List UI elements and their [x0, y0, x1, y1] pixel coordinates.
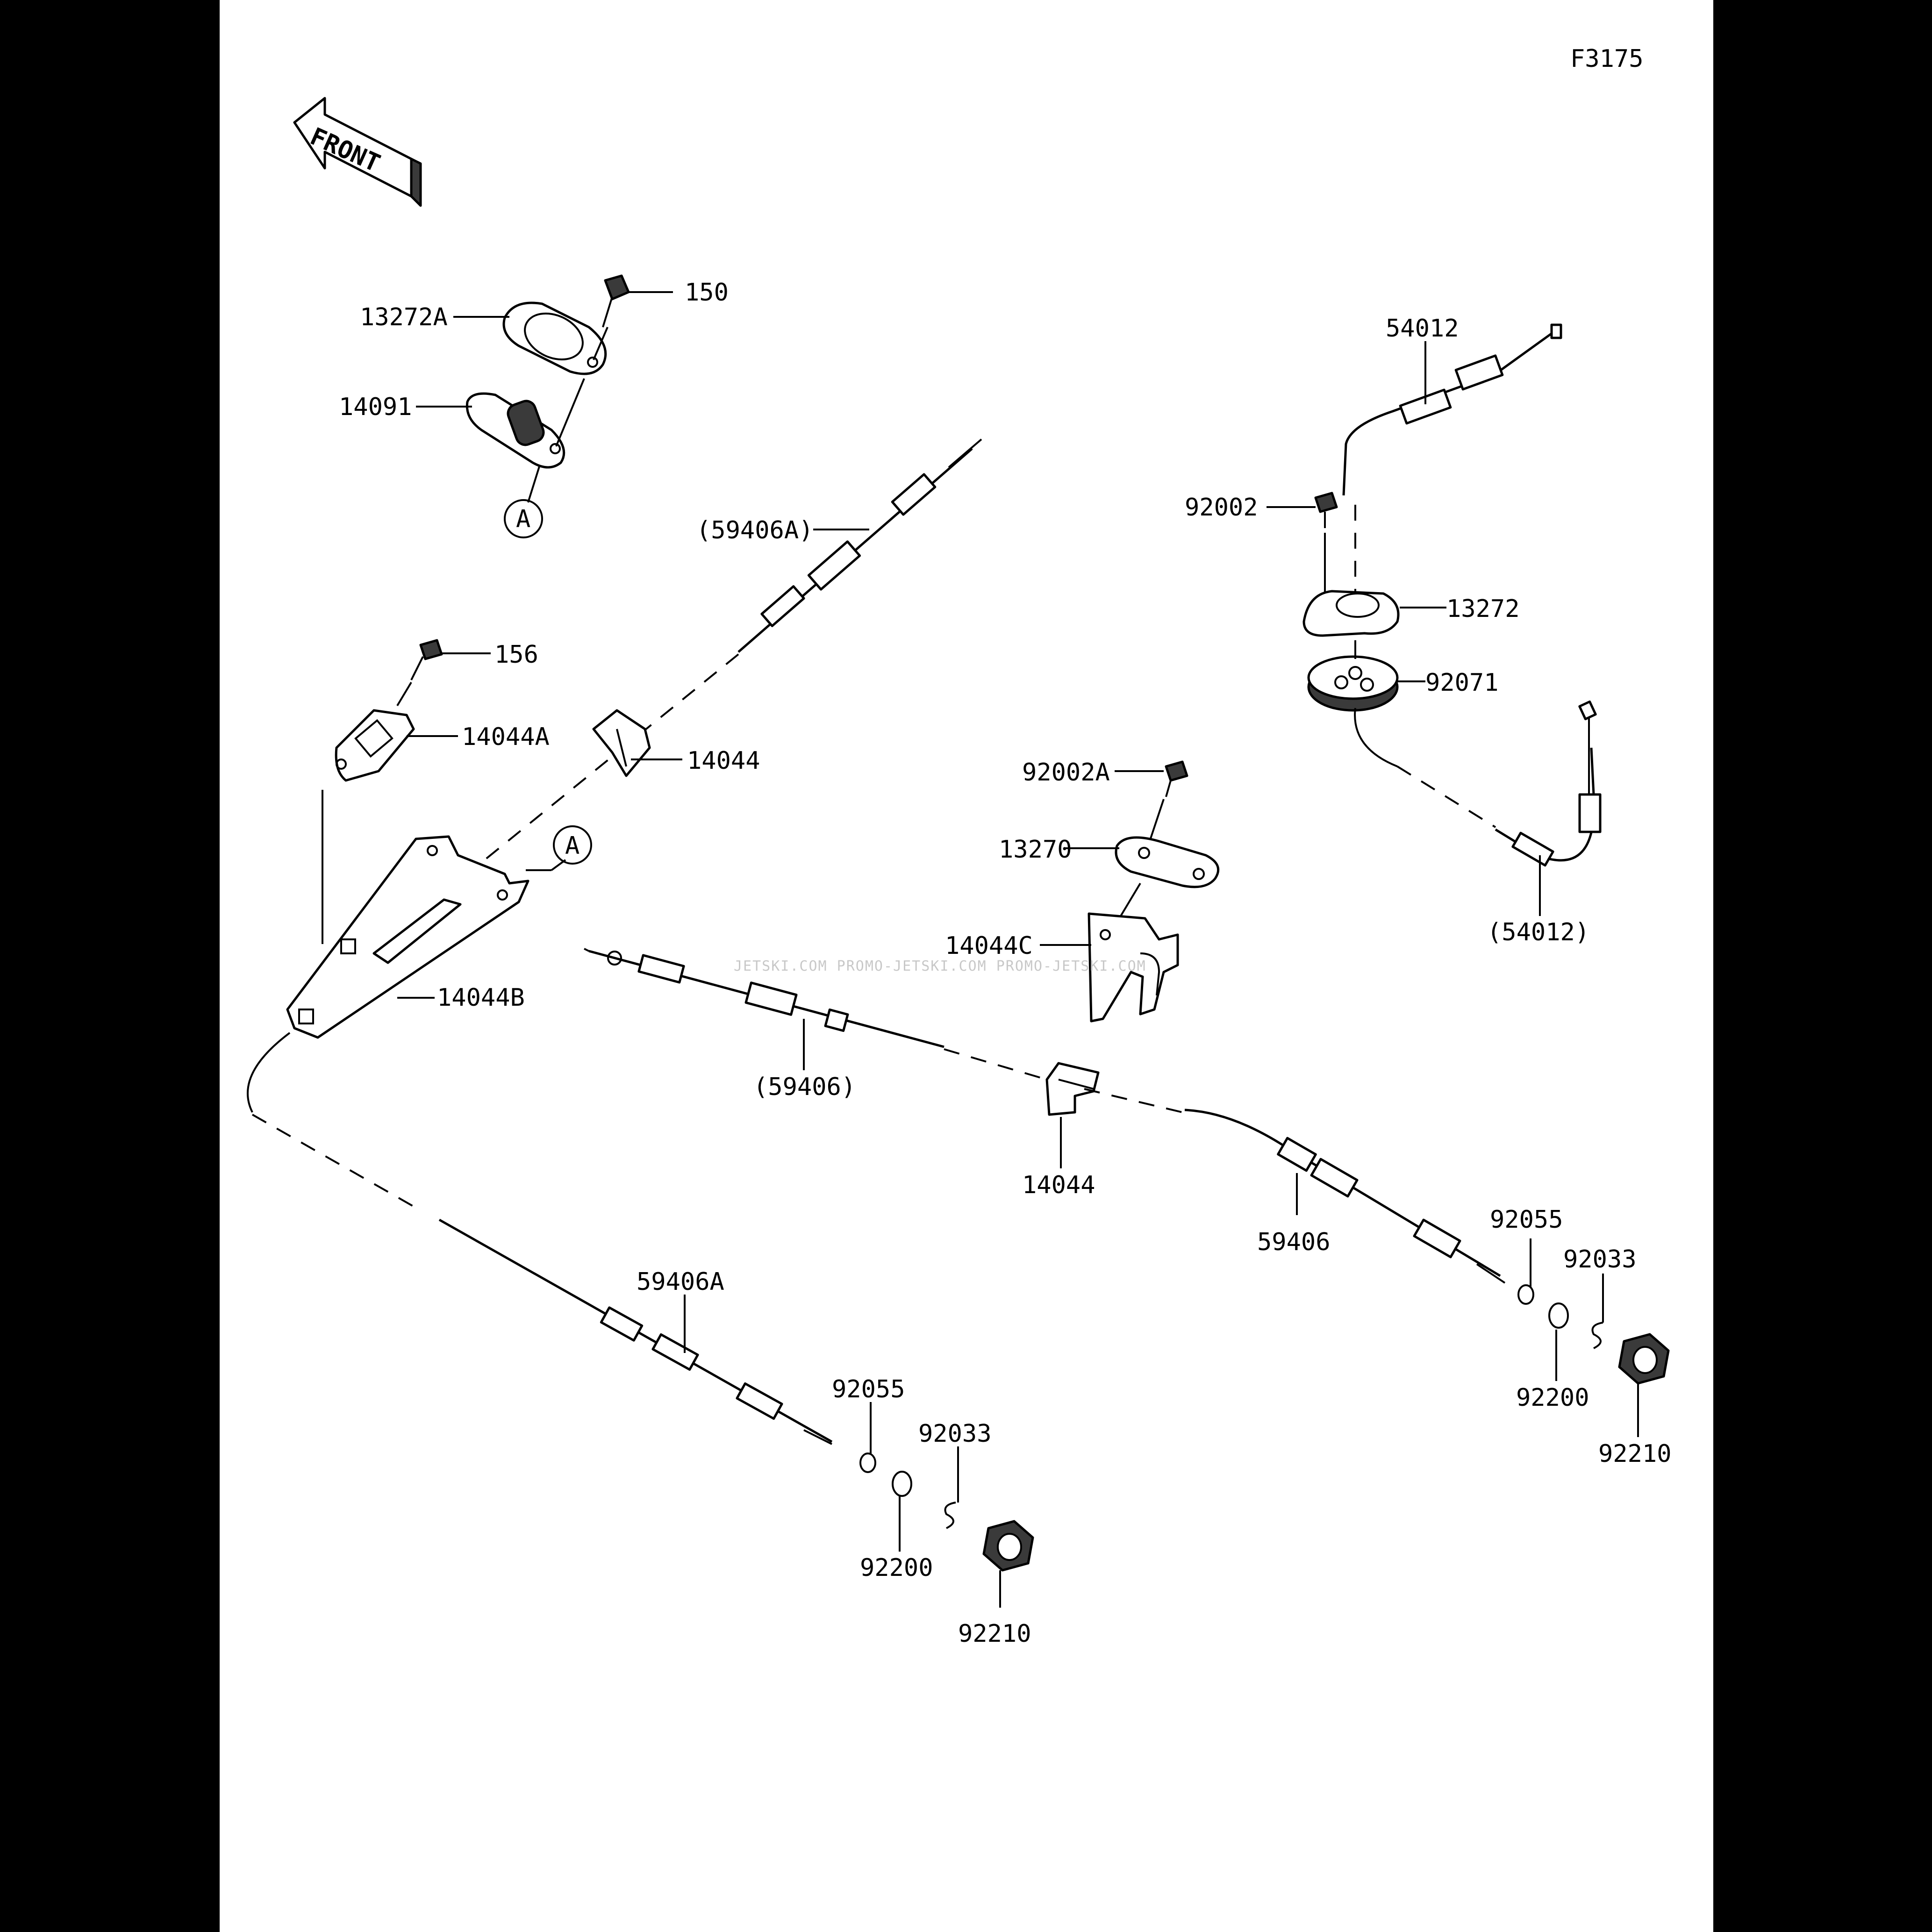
callout-14044A: 14044A: [462, 723, 550, 751]
spring-washer-92033-left: [944, 1502, 956, 1529]
callout-92055-left: 92055: [832, 1375, 905, 1403]
callout-14044B: 14044B: [437, 984, 525, 1012]
spring-washer-92033-right: [1591, 1322, 1603, 1349]
bolt-92002A: [1165, 760, 1188, 797]
sheet-code: F3175: [1570, 45, 1644, 73]
bracket-14044A: [335, 709, 415, 782]
washer-92200-left: [892, 1471, 912, 1497]
callout-92200-right: 92200: [1516, 1384, 1589, 1412]
callout-59406: 59406: [1257, 1228, 1331, 1256]
callout-92033-right: 92033: [1563, 1245, 1637, 1274]
callout-92210-right: 92210: [1598, 1440, 1672, 1468]
callout-156: 156: [494, 641, 538, 669]
cable-54012-lower: [1495, 700, 1602, 867]
bracket-14044C: [1088, 912, 1179, 1023]
callout-59406A-paren: (59406A): [696, 516, 813, 544]
callout-92002A: 92002A: [1022, 758, 1110, 787]
callout-54012: 54012: [1386, 315, 1459, 343]
watermark: JETSKI.COM PROMO-JETSKI.COM PROMO-JETSKI…: [734, 958, 1146, 974]
bolt-156: [410, 639, 443, 680]
nut-92210-right: [1618, 1333, 1670, 1385]
callout-13270: 13270: [999, 836, 1072, 864]
callout-14044-mid: 14044: [1022, 1171, 1095, 1199]
callout-14044-top: 14044: [687, 747, 760, 775]
callout-92200-left: 92200: [860, 1554, 933, 1582]
cable-59406a-upper: [737, 438, 982, 653]
callout-13272A: 13272A: [360, 303, 448, 331]
clip-14044-mid: [1045, 1062, 1100, 1116]
callout-54012-paren: (54012): [1487, 918, 1589, 946]
cable-54012-upper: [1342, 323, 1562, 496]
callout-59406A: 59406A: [637, 1268, 724, 1296]
callout-150: 150: [685, 279, 729, 307]
cable-59406-right: [1184, 1109, 1506, 1284]
gasket-13272A: [502, 301, 607, 375]
callout-92055-right: 92055: [1490, 1206, 1563, 1234]
callout-59406-paren: (59406): [753, 1073, 856, 1101]
reference-marker-a-mid: [553, 825, 592, 865]
callout-92002: 92002: [1185, 494, 1258, 522]
o-ring-92055-right: [1517, 1284, 1534, 1305]
reference-marker-a-top: [504, 499, 543, 538]
nut-92210-left: [982, 1520, 1034, 1572]
callout-13272: 13272: [1446, 595, 1520, 623]
cable-59406a-lower: [438, 1218, 833, 1445]
washer-92200-right: [1548, 1302, 1569, 1329]
callout-92210-left: 92210: [958, 1620, 1031, 1648]
o-ring-92055-left: [859, 1453, 876, 1473]
front-arrow-icon: FRONT: [293, 97, 422, 207]
callout-92071: 92071: [1425, 669, 1499, 697]
fitting-14091: [465, 392, 565, 469]
plate-13272: [1302, 590, 1400, 637]
callout-14091: 14091: [339, 393, 412, 421]
plate-14044B: [286, 835, 530, 1039]
grommet-92071: [1307, 655, 1399, 712]
diagram-sheet: [220, 0, 1713, 1932]
callout-a-top: A: [516, 505, 530, 533]
bolt-92002: [1314, 492, 1338, 528]
callout-14044C: 14044C: [945, 932, 1033, 960]
bolt-150: [602, 274, 630, 328]
callout-a-mid: A: [565, 832, 580, 860]
gasket-13270: [1115, 836, 1220, 888]
callout-92033-left: 92033: [918, 1420, 992, 1448]
cable-59406-center: [584, 948, 945, 1048]
